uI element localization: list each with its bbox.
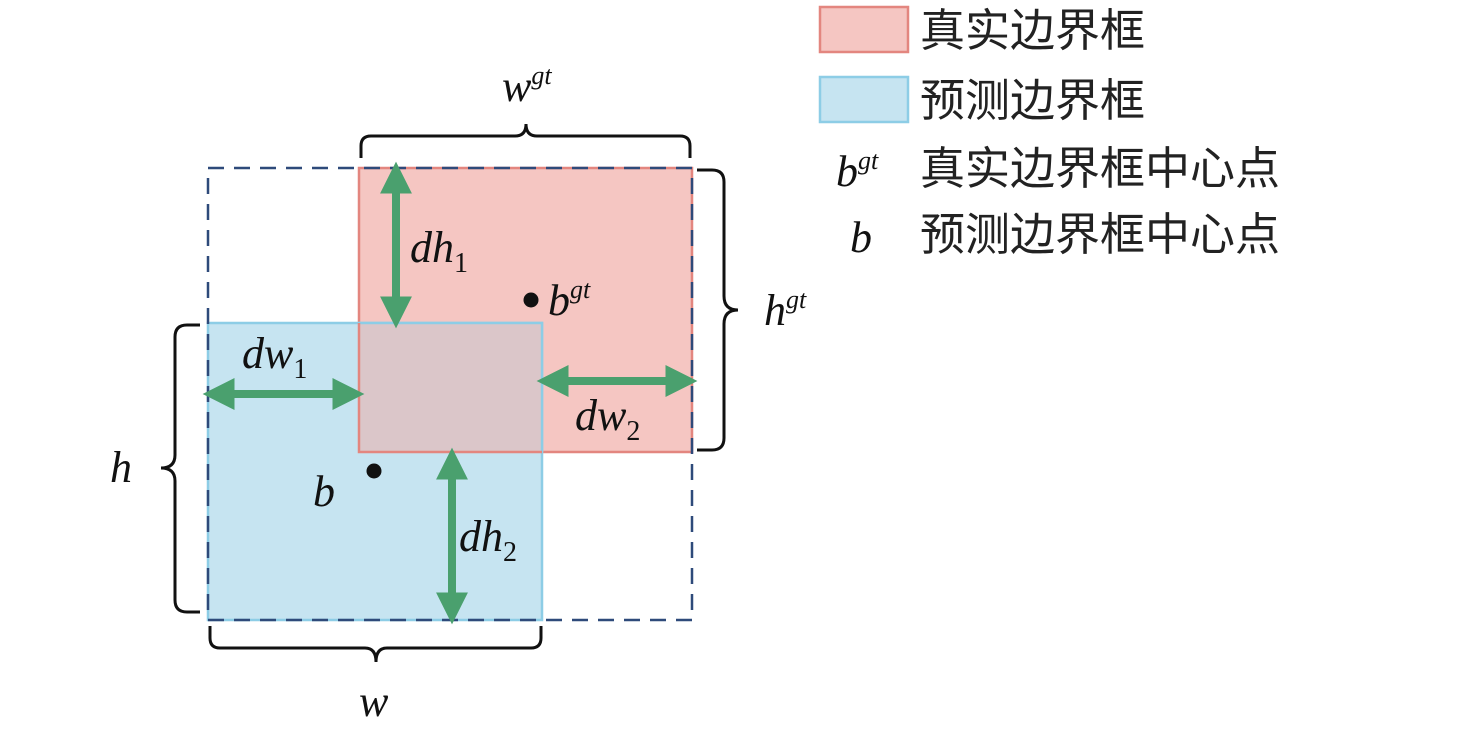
b-gt-label: bgt [548, 275, 591, 325]
gt-center-point [523, 292, 539, 308]
legend: 真实边界框 预测边界框 bgt 真实边界框中心点 b 预测边界框中心点 [818, 4, 1280, 262]
overlap-border [359, 321, 544, 452]
overlap-border-gt [357, 323, 542, 454]
legend-swatch-predicted [818, 75, 910, 124]
h-gt-label: hgt [764, 285, 807, 335]
w-gt-brace [359, 123, 692, 158]
overlap-region [359, 323, 542, 452]
dh1-label: dh1 [410, 223, 468, 279]
legend-symbol-gt-center: bgt [836, 146, 879, 196]
h-label: h [110, 443, 132, 492]
b-label: b [313, 467, 335, 516]
dw2-label: dw2 [575, 391, 640, 447]
pred-center-point [366, 463, 382, 479]
h-gt-brace [697, 168, 739, 452]
dw1-label: dw1 [242, 329, 307, 385]
legend-symbol-pred-center: b [850, 213, 872, 262]
h-brace [160, 323, 200, 614]
legend-label-gt-center: 真实边界框中心点 [920, 142, 1280, 195]
legend-label-ground-truth: 真实边界框 [920, 4, 1145, 57]
w-brace [208, 626, 543, 663]
dh2-label: dh2 [459, 512, 517, 568]
legend-label-predicted: 预测边界框 [920, 74, 1145, 127]
legend-label-pred-center: 预测边界框中心点 [920, 208, 1280, 261]
w-gt-label: wgt [502, 61, 552, 111]
legend-swatch-ground-truth [818, 5, 910, 54]
w-label: w [359, 677, 389, 726]
